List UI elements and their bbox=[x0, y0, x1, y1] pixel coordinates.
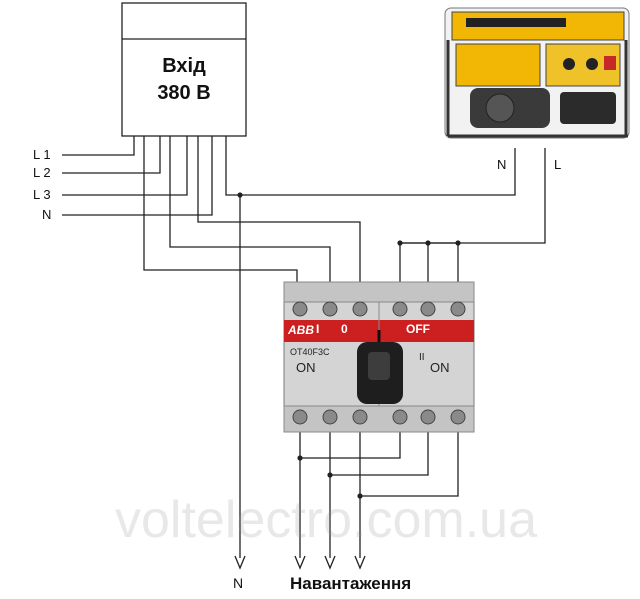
switch-pos-0: 0 bbox=[341, 322, 348, 336]
switch-pos-ii: II bbox=[419, 352, 425, 363]
switch-pos-i: I bbox=[316, 322, 320, 336]
arrow-heads bbox=[234, 555, 366, 570]
changeover-switch bbox=[283, 281, 475, 433]
input-label-n: N bbox=[42, 207, 52, 222]
watermark: voltelectro.com.ua bbox=[115, 491, 537, 549]
output-label-n: N bbox=[233, 575, 244, 591]
input-label-l3: L 3 bbox=[33, 187, 51, 202]
input-wires bbox=[62, 136, 546, 558]
generator bbox=[444, 7, 630, 139]
meter-title: Вхід bbox=[162, 55, 206, 77]
switch-on-left: ON bbox=[296, 360, 316, 375]
generator-label-n: N bbox=[497, 157, 507, 172]
switch-on-right: ON bbox=[430, 360, 450, 375]
switch-model: OT40F3C bbox=[290, 347, 330, 357]
meter-box bbox=[121, 2, 247, 137]
junction-dots bbox=[237, 192, 461, 499]
load-label: Навантаження bbox=[290, 574, 412, 593]
switch-brand: ABB bbox=[288, 323, 314, 337]
input-label-l1: L 1 bbox=[33, 147, 51, 162]
switch-off-label: OFF bbox=[406, 322, 430, 336]
meter-voltage: 380 В bbox=[157, 82, 211, 104]
generator-label-l: L bbox=[554, 157, 562, 172]
input-label-l2: L 2 bbox=[33, 165, 51, 180]
